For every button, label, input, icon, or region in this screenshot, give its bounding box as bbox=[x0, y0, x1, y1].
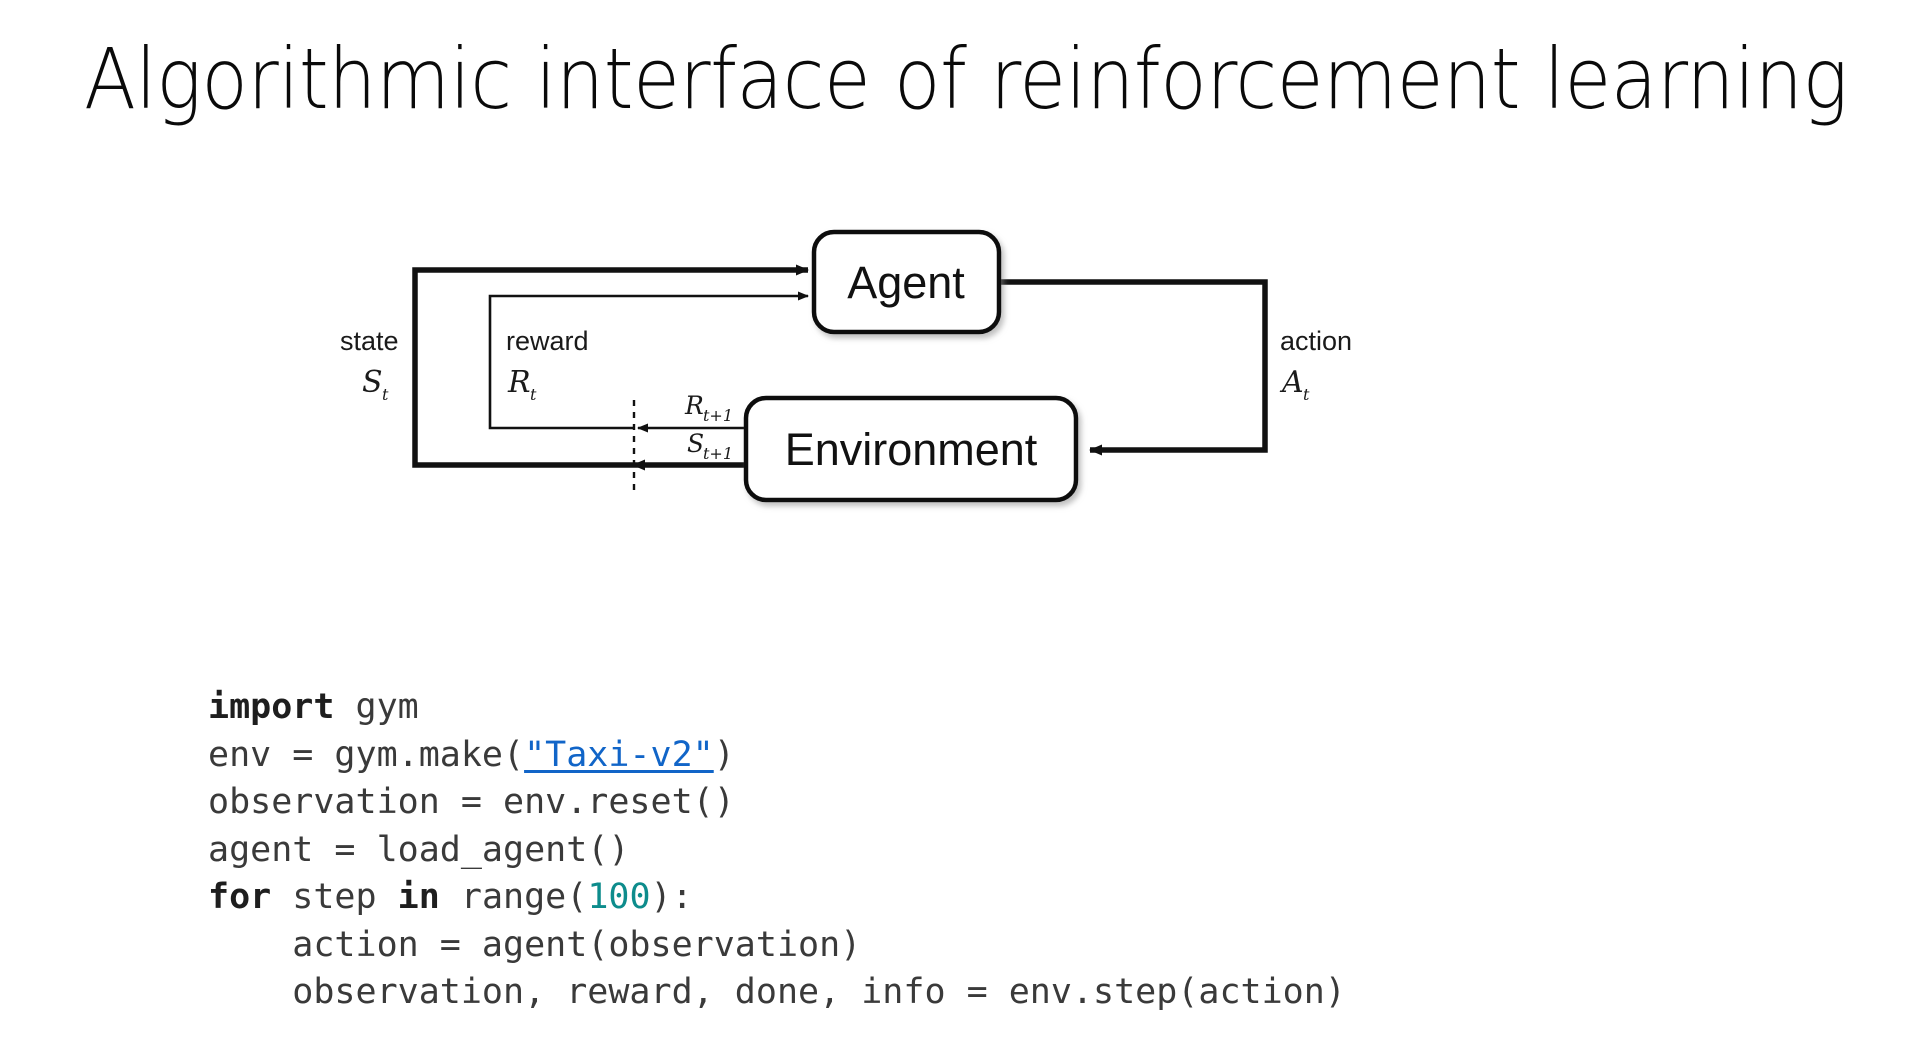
edge-state-path bbox=[412, 264, 809, 468]
code-line: observation = env.reset() bbox=[208, 779, 1346, 827]
code-token: ) bbox=[713, 734, 735, 775]
code-token: ): bbox=[650, 877, 693, 917]
code-token: range( bbox=[439, 877, 588, 917]
transition-reward-next-subscript: t+1 bbox=[703, 406, 733, 425]
code-token: env = gym.make( bbox=[208, 734, 525, 775]
code-token: observation = env.reset() bbox=[208, 782, 735, 822]
edge-action-label-group: action A t bbox=[1279, 326, 1352, 404]
page-title: Algorithmic interface of reinforcement l… bbox=[84, 30, 1848, 128]
edge-reward-label-group: reward R t bbox=[506, 326, 589, 404]
node-environment: Environment bbox=[743, 395, 1079, 503]
code-token: action = agent(observation) bbox=[208, 924, 862, 965]
code-token: step bbox=[271, 877, 398, 917]
transition-reward-next-label-group: R t+1 bbox=[684, 391, 733, 425]
edge-state-symbol: S bbox=[362, 365, 383, 400]
code-line: observation, reward, done, info = env.st… bbox=[208, 969, 1346, 1017]
code-link-taxi-v2[interactable]: "Taxi-v2" bbox=[524, 734, 714, 775]
edge-reward-label: reward bbox=[506, 326, 589, 356]
code-token: observation, reward, done, info = env.st… bbox=[208, 972, 1346, 1012]
code-line: action = agent(observation) bbox=[208, 922, 1346, 970]
edge-state-label: state bbox=[340, 326, 399, 356]
code-token: agent = load_agent() bbox=[208, 829, 630, 870]
code-token: gym bbox=[334, 687, 419, 727]
code-keyword: in bbox=[397, 877, 440, 917]
node-agent: Agent bbox=[811, 229, 1002, 335]
code-line: env = gym.make("Taxi-v2") bbox=[208, 732, 1346, 780]
edge-state-subscript: t bbox=[382, 385, 389, 404]
code-keyword: for bbox=[208, 877, 272, 917]
transition-state-next-label-group: S t+1 bbox=[687, 429, 733, 463]
edge-reward-symbol: R bbox=[507, 365, 531, 400]
edge-reward-path bbox=[488, 291, 809, 430]
edge-reward-subscript: t bbox=[530, 385, 537, 404]
transition-state-next-symbol: S bbox=[687, 429, 704, 458]
code-number: 100 bbox=[587, 877, 651, 917]
code-line: for step in range(100): bbox=[208, 874, 1346, 922]
code-line: agent = load_agent() bbox=[208, 827, 1346, 875]
node-agent-label: Agent bbox=[847, 257, 965, 308]
edge-action-subscript: t bbox=[1303, 385, 1310, 404]
node-environment-label: Environment bbox=[785, 424, 1038, 475]
rl-loop-diagram: Agent Environment state S t reward R t bbox=[340, 210, 1560, 540]
code-line: import gym bbox=[208, 684, 1346, 732]
transition-state-next-subscript: t+1 bbox=[703, 444, 733, 463]
edge-action-symbol: A bbox=[1279, 365, 1304, 400]
edge-action-path bbox=[998, 279, 1268, 456]
edge-action-label: action bbox=[1280, 326, 1352, 356]
edge-state-label-group: state S t bbox=[340, 326, 399, 404]
transition-reward-next-symbol: R bbox=[684, 391, 704, 420]
code-keyword: import bbox=[208, 687, 335, 727]
